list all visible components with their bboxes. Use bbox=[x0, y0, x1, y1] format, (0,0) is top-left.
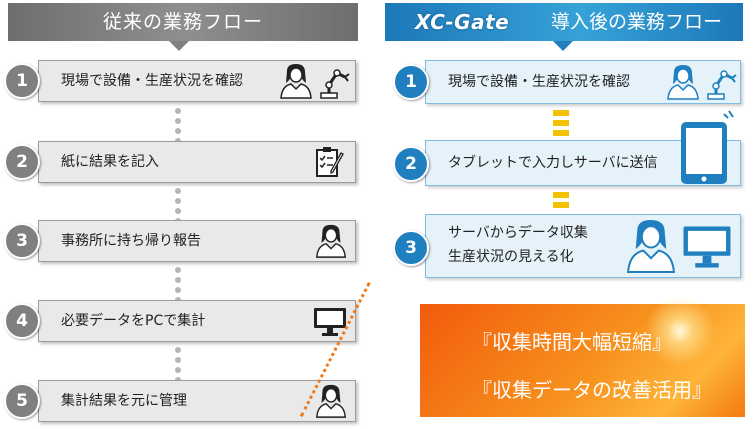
worker-icon bbox=[627, 220, 675, 273]
left-step-1: 現場で設備・生産状況を確認 bbox=[38, 60, 356, 102]
right-step-1-number: 1 bbox=[393, 64, 429, 100]
monitor-icon bbox=[683, 226, 731, 268]
right-step-1-text: 現場で設備・生産状況を確認 bbox=[448, 74, 630, 90]
left-step-3: 事務所に持ち帰り報告 bbox=[38, 220, 356, 262]
left-step-2: 紙に結果を記入 bbox=[38, 141, 356, 183]
left-step-5-text: 集計結果を元に管理 bbox=[61, 393, 187, 409]
worker-icon bbox=[316, 384, 346, 418]
left-step-4-text: 必要データをPCで集計 bbox=[61, 313, 206, 329]
right-step-2-text: タブレットで入力しサーバに送信 bbox=[448, 155, 658, 171]
result-box: 『収集時間大幅短縮』 『収集データの改善活用』 bbox=[420, 296, 745, 417]
tablet-icon bbox=[681, 110, 734, 184]
left-step-4-number: 4 bbox=[4, 303, 40, 339]
right-step-3: サーバからデータ収集 生産状況の見える化 bbox=[425, 214, 741, 278]
right-step-1: 現場で設備・生産状況を確認 bbox=[425, 60, 741, 104]
worker-icon bbox=[667, 65, 699, 100]
right-step-2-number: 2 bbox=[393, 146, 429, 182]
result-line-2: 『収集データの改善活用』 bbox=[472, 378, 712, 402]
left-step-4: 必要データをPCで集計 bbox=[38, 300, 356, 342]
sparkle-glow bbox=[645, 296, 715, 366]
left-step-2-text: 紙に結果を記入 bbox=[61, 154, 159, 170]
left-step-1-number: 1 bbox=[4, 63, 40, 99]
xc-gate-logo: XC-Gate bbox=[415, 10, 510, 34]
left-step-3-number: 3 bbox=[4, 223, 40, 259]
left-step-2-number: 2 bbox=[4, 144, 40, 180]
worker-icon bbox=[316, 224, 346, 258]
left-header-pointer bbox=[169, 41, 189, 51]
left-step-5: 集計結果を元に管理 bbox=[38, 380, 356, 422]
right-header: XC-Gate 導入後の業務フロー bbox=[385, 3, 743, 41]
worker-icon bbox=[280, 64, 312, 99]
left-step-1-text: 現場で設備・生産状況を確認 bbox=[61, 73, 243, 89]
right-step-3-text-line2: 生産状況の見える化 bbox=[448, 249, 574, 265]
robot-arm-icon bbox=[707, 70, 737, 100]
right-step-3-number: 3 bbox=[393, 230, 429, 266]
right-header-pointer bbox=[553, 41, 573, 51]
robot-arm-icon bbox=[320, 69, 350, 99]
monitor-icon bbox=[314, 308, 346, 336]
left-header: 従来の業務フロー bbox=[8, 3, 358, 41]
right-step-3-text-line1: サーバからデータ収集 bbox=[448, 225, 588, 241]
left-step-3-text: 事務所に持ち帰り報告 bbox=[61, 233, 201, 249]
left-header-title: 従来の業務フロー bbox=[102, 11, 263, 33]
clipboard-icon bbox=[316, 147, 344, 177]
result-line-1: 『収集時間大幅短縮』 bbox=[472, 330, 672, 354]
right-header-title: 導入後の業務フロー bbox=[551, 11, 723, 33]
left-step-5-number: 5 bbox=[4, 383, 40, 419]
